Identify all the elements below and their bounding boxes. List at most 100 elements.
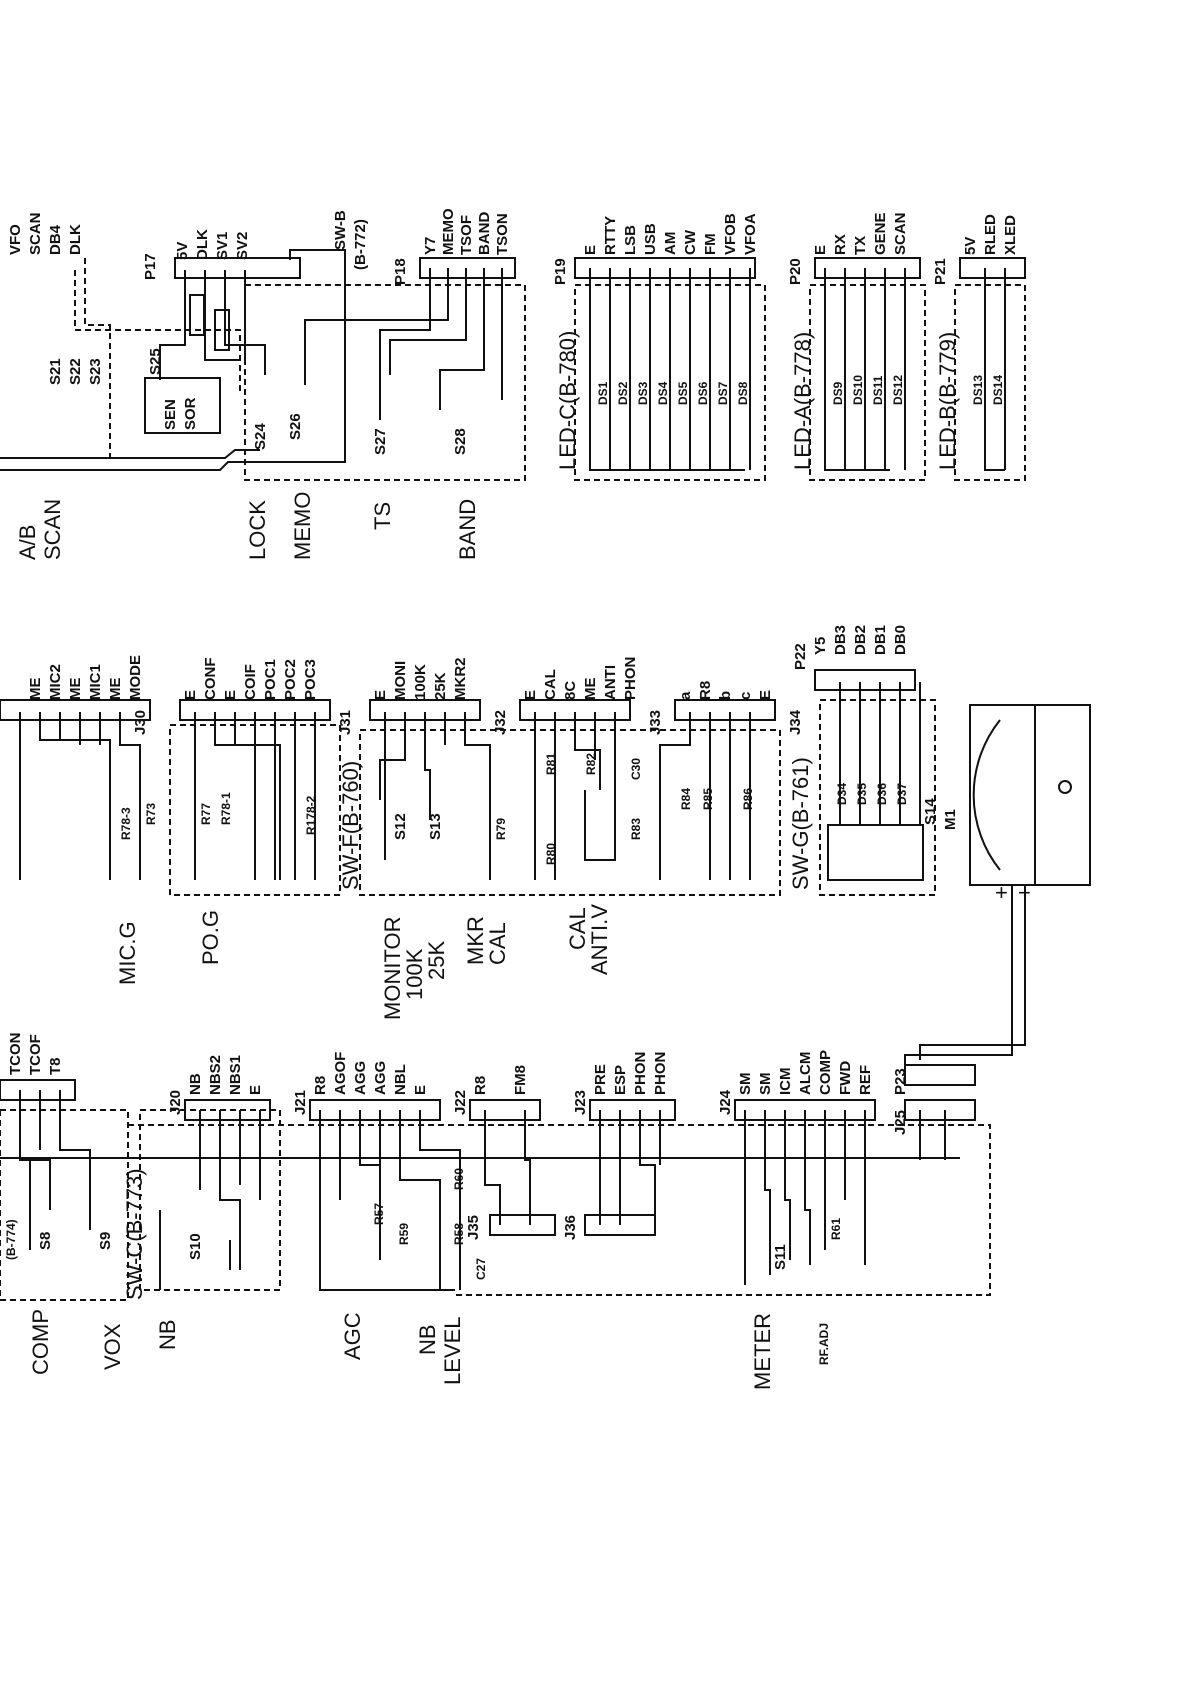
p21-pin: RLED [982,214,999,255]
part-r78-1: R78-1 [219,792,233,825]
j30-pin: ME [107,678,124,701]
switch-s28: S28 [452,428,469,455]
led-c-wiring [589,268,751,471]
j31-pin: COIF [242,664,259,700]
p18-pin: BAND [476,212,493,255]
switch-s10: S10 [187,1233,204,1260]
led-label: DS11 [871,375,885,405]
j24-pin: REF [857,1065,874,1095]
sw-a-box [74,258,241,460]
switch-s11: S11 [772,1244,789,1270]
j24-pin: ALCM [797,1052,814,1095]
j22-pin: FM8 [512,1065,529,1095]
p22-pin: DB2 [852,625,869,655]
p17-pin: SV2 [234,232,251,260]
control-ts: TS [370,502,395,530]
tc-pin: TCON [7,1033,24,1076]
connector-j36-label: J36 [562,1215,579,1240]
top-bus-wires [0,249,346,471]
led-label: DS2 [616,381,630,405]
control-cal-2: CAL [565,907,590,950]
switch-s27: S27 [372,428,389,455]
meter-plus-sign: + [995,880,1008,905]
connector-j33 [519,699,631,880]
j24-pin: SM [737,1073,754,1096]
connector-p22 [814,669,936,896]
control-mkr: MKR [463,916,488,965]
board-leda: LED-A(B-778) [790,332,815,470]
board-ledc: LED-C(B-780) [555,331,580,470]
top-left-pin: DLK [67,224,84,255]
j23-pin: PHON [632,1052,649,1095]
j21-pin: AGOF [332,1052,349,1095]
top-left-pin: SCAN [27,212,44,255]
j33-pin: 8C [562,681,579,700]
control-vox: VOX [100,1323,125,1370]
connector-j33-label: J33 [647,710,664,735]
connector-j32-label: J32 [492,710,509,735]
connector-j20 [139,1099,281,1291]
led-label: DS3 [636,381,650,405]
connector-j20-label: J20 [167,1090,184,1115]
control-nb-level: LEVEL [440,1317,465,1386]
control-nb-level: NB [415,1324,440,1355]
j20-pin: NBS2 [207,1055,224,1095]
control-anti-vox: ANTI.V [587,904,612,975]
led-label: DS1 [596,381,610,405]
connector-p17 [144,257,301,434]
control-scan: SCAN [40,499,65,560]
meter-leads [904,885,1026,1070]
j32-pin: MKR2 [452,657,469,700]
connector-p18-label: P18 [392,258,409,285]
top-left-pin: DB4 [47,224,64,255]
led-label: D34 [835,783,849,805]
p19-pin: AM [662,232,679,255]
sensor-label: SEN [162,399,179,430]
j21-pin: NBL [392,1064,409,1095]
switch-s22: S22 [67,358,84,385]
p19-pin: USB [642,223,659,255]
part-r60: R60 [452,1168,466,1190]
j32-pin: 25K [432,672,449,700]
switch-s25: S25 [147,348,164,375]
p20-pin: SCAN [892,212,909,255]
connector-j35-label: J35 [465,1215,482,1240]
board-ledb: LED-B(B-779) [935,332,960,470]
j34-pin: R8 [697,681,714,700]
board-swb: SW-B [332,210,349,250]
part-r82: R82 [584,753,598,775]
connector-j31 [169,699,341,896]
j33-pin: CAL [542,669,559,700]
rotated-pin-labels: VFO SCAN DB4 DLK P17 5V DLK SV1 SV2 SW-B… [4,208,1019,1390]
j34-pin: c [737,692,754,700]
top-left-pin: VFO [7,224,24,255]
control-rf-adj: RF.ADJ [817,1323,831,1365]
connector-p17-label: P17 [142,253,159,280]
led-label: DS9 [831,381,845,405]
board-swb: (B-772) [352,219,369,270]
part-r85: R85 [701,788,715,810]
tc-pin: T8 [47,1057,64,1075]
connector-j31-label: J31 [337,710,354,735]
p18-pin: MEMO [440,208,457,255]
j32-pin: MONI [392,661,409,700]
j32-pin: E [372,690,389,700]
switch-s9: S9 [97,1232,114,1250]
led-label: DS7 [716,381,730,405]
led-label: D35 [855,783,869,805]
switch-s14: S14 [922,798,939,825]
p19-pin: CW [682,229,699,255]
p20-pin: GENE [872,212,889,255]
j30-pin: MIC2 [47,664,64,700]
j30-pin: ME [27,678,44,701]
j32-pin: 100K [412,664,429,700]
j30-pin: ME [67,678,84,701]
p18-pin: Y7 [422,237,439,255]
switch-s21: S21 [47,358,64,385]
switch-s24: S24 [252,423,269,450]
control-cal: CAL [485,922,510,965]
meter-m1 [969,704,1091,886]
j24-pin: FWD [837,1061,854,1095]
p19-pin: FM [702,233,719,255]
connector-p19-label: P19 [552,258,569,285]
